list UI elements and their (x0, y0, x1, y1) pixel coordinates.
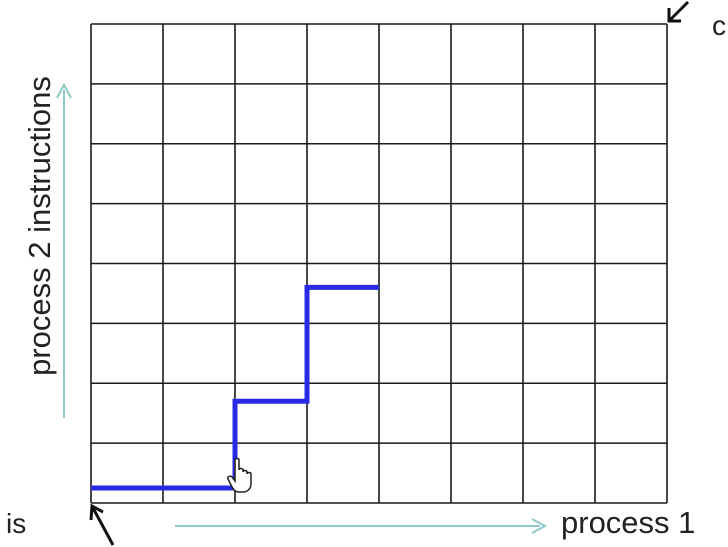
bottom-left-pointer-arrow (89, 503, 115, 546)
top-right-label: c (712, 10, 726, 41)
grid (90, 23, 668, 504)
bottom-left-label: is (6, 508, 27, 539)
x-axis-arrow (175, 518, 548, 534)
y-axis-arrow (56, 82, 72, 418)
hand-pointer-icon (227, 457, 252, 493)
top-right-pointer-arrow (667, 0, 690, 23)
x-axis-label: process 1 (561, 505, 696, 540)
y-axis-label: process 2 instructions (22, 76, 57, 376)
execution-path (91, 284, 379, 491)
